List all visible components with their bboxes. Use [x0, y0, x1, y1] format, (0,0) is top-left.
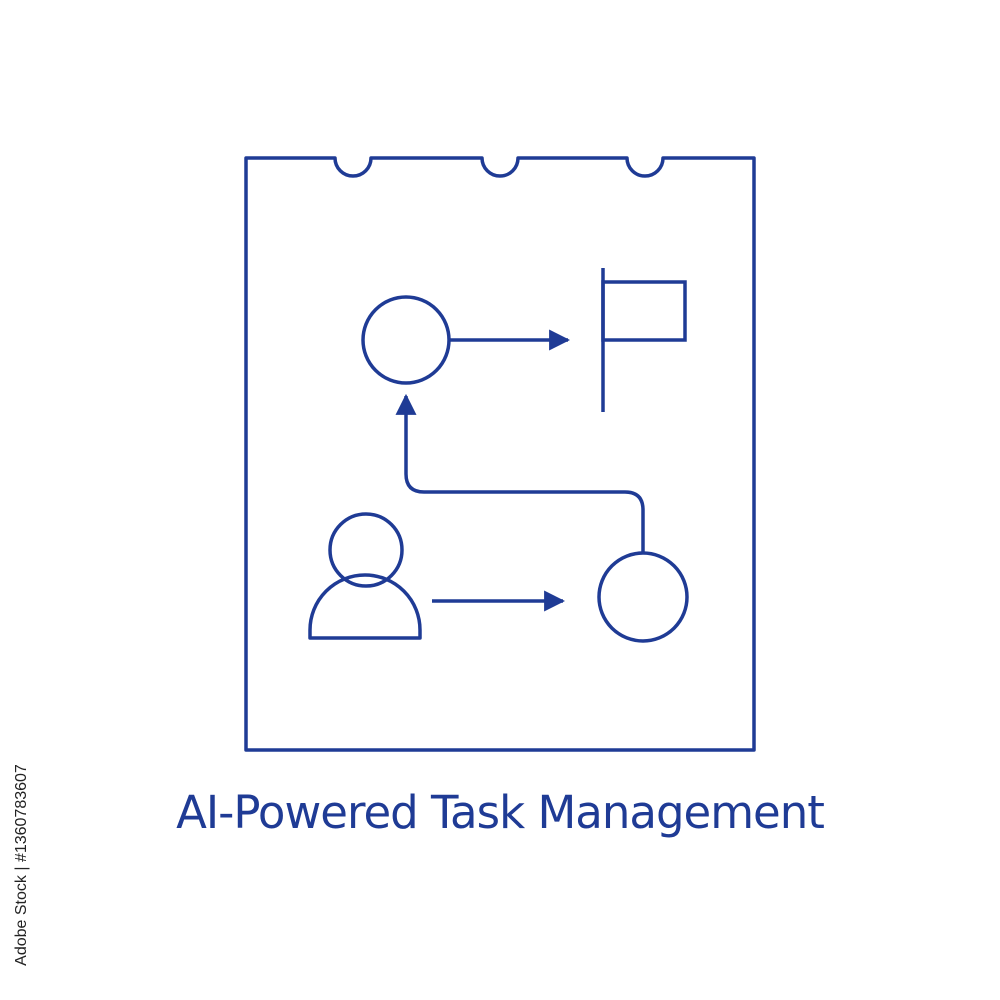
- notepad-icon: [244, 156, 756, 752]
- arrow-up-icon: [395, 393, 645, 553]
- user-icon: [308, 512, 422, 640]
- flag-icon: [601, 268, 687, 412]
- caption-title: AI-Powered Task Management: [176, 786, 825, 839]
- side-stock-id: Adobe Stock | #1360783607: [13, 764, 30, 966]
- circle-node-top-icon: [361, 295, 451, 385]
- circle-node-bottom-icon: [597, 551, 689, 643]
